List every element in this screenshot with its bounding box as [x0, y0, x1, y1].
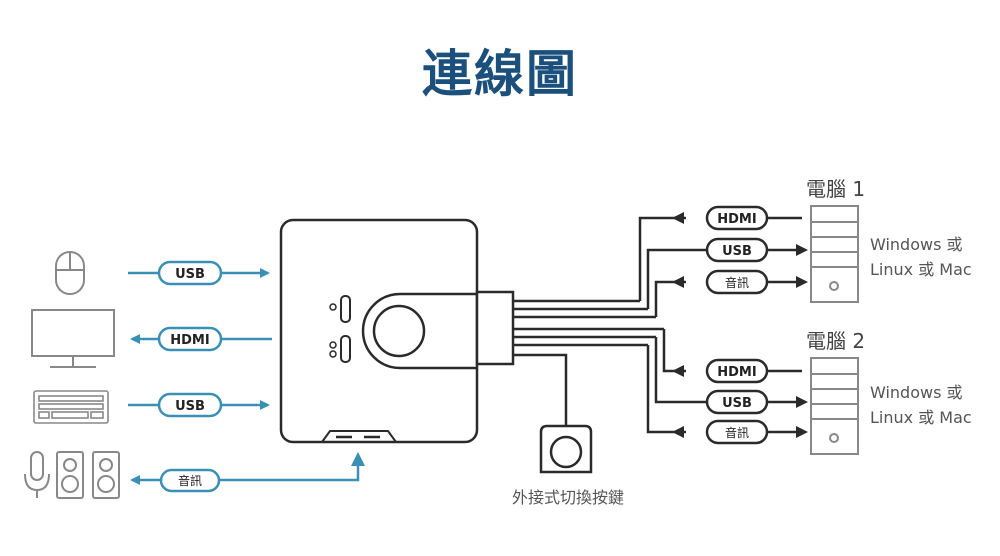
computer2-os-line2: Linux 或 Mac — [870, 408, 972, 427]
keyboard-icon — [33, 390, 109, 424]
monitor-cable: HDMI — [130, 326, 272, 352]
computer1-tower-icon — [810, 205, 859, 303]
computer2-arrows — [672, 365, 808, 438]
keyboard-cable: USB — [128, 392, 270, 418]
computer2-tower-icon — [810, 357, 859, 455]
monitor-icon — [31, 309, 115, 368]
computer1-usb-cable: USB — [705, 237, 769, 263]
cable-bundle — [513, 299, 664, 428]
mouse-icon — [55, 251, 85, 295]
computer2-usb-label: USB — [722, 396, 752, 411]
microphone-icon — [24, 451, 50, 498]
computer1-cables — [638, 216, 802, 317]
computer2-audio-cable: 音訊 — [705, 419, 769, 445]
computer2-label: 電腦 2 — [806, 329, 865, 353]
computer1-os-line2: Linux 或 Mac — [870, 260, 972, 279]
keyboard-cable-label: USB — [175, 399, 205, 414]
computer1-arrows — [672, 212, 808, 288]
monitor-cable-label: HDMI — [170, 333, 209, 348]
remote-switch-label: 外接式切換按鍵 — [512, 488, 624, 507]
computer1-usb-label: USB — [722, 244, 752, 259]
computer2-audio-label: 音訊 — [725, 425, 749, 440]
computer1-audio-cable: 音訊 — [705, 269, 769, 295]
mouse-cable-label: USB — [175, 267, 205, 282]
computer1-hdmi-label: HDMI — [717, 212, 756, 227]
computer2-hdmi-label: HDMI — [717, 365, 756, 380]
remote-switch-icon — [539, 424, 593, 474]
kvm-switch — [279, 218, 515, 444]
audio-cable-label: 音訊 — [178, 473, 202, 488]
computer1-label: 電腦 1 — [806, 177, 865, 201]
page-title: 連線圖 — [422, 45, 578, 103]
computer2-hdmi-cable: HDMI — [705, 358, 769, 384]
computer1-audio-label: 音訊 — [725, 275, 749, 290]
speakers-icon — [56, 451, 120, 499]
computer2-os-line1: Windows 或 — [870, 383, 963, 402]
computer1-os-line1: Windows 或 — [870, 235, 963, 254]
mouse-cable: USB — [128, 260, 270, 286]
audio-cable: 音訊 — [130, 452, 365, 493]
computer1-hdmi-cable: HDMI — [705, 205, 769, 231]
computer2-usb-cable: USB — [705, 389, 769, 415]
